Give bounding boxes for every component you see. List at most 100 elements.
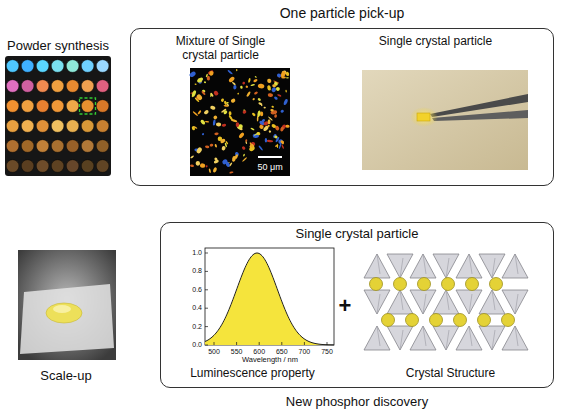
spectrum-fill [205, 253, 334, 345]
process-box: One particle pick-upMixture of Single cr… [130, 28, 554, 186]
well [21, 60, 34, 73]
crystal-speck [229, 171, 233, 174]
step-label: Powder synthesis [2, 38, 114, 54]
crystal-speck [200, 163, 206, 168]
crystal-speck [255, 76, 258, 78]
crystal-speck [267, 78, 272, 83]
crystal-speck [196, 77, 203, 83]
crystal-speck [236, 122, 240, 127]
tetrahedron [433, 326, 459, 350]
image-panel: Crystal Structure [356, 244, 546, 384]
crystal-speck [267, 93, 273, 98]
crystal-speck [280, 109, 284, 113]
crystal-speck [227, 70, 233, 75]
tetrahedron-edge [377, 326, 380, 346]
crystal-speck [223, 105, 228, 107]
well [51, 140, 64, 153]
crystal-speck [225, 161, 231, 167]
tetrahedron [502, 290, 528, 314]
tick-label: 0.2 [192, 323, 202, 331]
tetrahedron [456, 254, 482, 278]
crystal-speck [283, 98, 288, 105]
panel-label: Single crystal particle [338, 34, 534, 48]
crystal-speck [254, 91, 259, 95]
tick-mark [205, 345, 208, 346]
atom [406, 314, 419, 327]
well [96, 100, 109, 113]
crystal-speck [210, 93, 212, 97]
crystal-speck [242, 157, 248, 162]
atom [382, 314, 395, 327]
well [66, 120, 79, 133]
tick-mark [205, 308, 208, 309]
crystal-speck [257, 98, 261, 102]
crystal-speck [260, 112, 263, 117]
crystal-speck [272, 133, 277, 138]
atom [442, 278, 455, 291]
tetrahedron [479, 326, 505, 350]
crystal-speck [209, 143, 213, 147]
well [36, 80, 49, 93]
crystal-speck [249, 142, 253, 148]
crystal-speck [250, 127, 255, 131]
crystal-speck [257, 110, 261, 117]
well [36, 120, 49, 133]
tick-mark [236, 342, 237, 345]
crystal-speck [258, 102, 263, 106]
crystal-speck [220, 98, 224, 102]
crystal-speck [189, 71, 197, 78]
well [6, 80, 19, 93]
crystal-speck [248, 78, 251, 83]
crystal-speck [204, 81, 207, 84]
crystal-speck [191, 90, 197, 98]
atom [370, 278, 383, 291]
crystal-speck [191, 126, 195, 131]
crystal-speck [213, 159, 219, 164]
panel-label: Luminescence property [172, 366, 334, 380]
step-label: Scale-up [14, 368, 118, 384]
tick-label: 1.0 [192, 249, 202, 257]
crystal-speck [277, 144, 279, 148]
crystal-speck [229, 111, 232, 115]
crystal-speck [242, 81, 245, 85]
crystal-speck [205, 121, 209, 123]
crystal-speck [285, 71, 289, 76]
tick-mark [281, 342, 282, 345]
well [51, 60, 64, 73]
crystal-speck [208, 70, 214, 76]
atom [454, 314, 467, 327]
paper-sheet [20, 284, 114, 354]
crystal-speck [245, 85, 248, 88]
tick-label: 0.6 [192, 286, 202, 294]
crystal-speck [263, 125, 270, 132]
crystal-speck [202, 133, 205, 136]
well [96, 160, 109, 173]
tick-mark [259, 342, 260, 345]
tetrahedron [387, 290, 413, 314]
tick-label: 500 [208, 348, 220, 356]
tick-mark [205, 289, 208, 290]
crystal-speck [221, 145, 226, 151]
crystal-speck [205, 145, 210, 148]
well [96, 140, 109, 153]
tetrahedron [410, 326, 436, 350]
atom [502, 314, 515, 327]
crystal-speck [277, 74, 281, 78]
tick-mark [205, 253, 208, 254]
well [96, 120, 109, 133]
tetrahedron [433, 290, 459, 314]
tick-mark [327, 342, 328, 345]
crystal-speck [195, 161, 200, 166]
plus-sign: + [339, 294, 352, 318]
single-crystal [417, 113, 430, 121]
crystal-speck [268, 119, 271, 124]
tetrahedron-edge [515, 294, 518, 314]
zoom-frame [80, 98, 96, 114]
crystal-speck [250, 84, 255, 87]
well [96, 60, 109, 73]
scale-label: 50 μm [258, 162, 283, 173]
well [81, 100, 94, 113]
crystal-speck [223, 110, 228, 115]
tick-label: 700 [299, 348, 311, 356]
crystal-speck [194, 83, 196, 85]
